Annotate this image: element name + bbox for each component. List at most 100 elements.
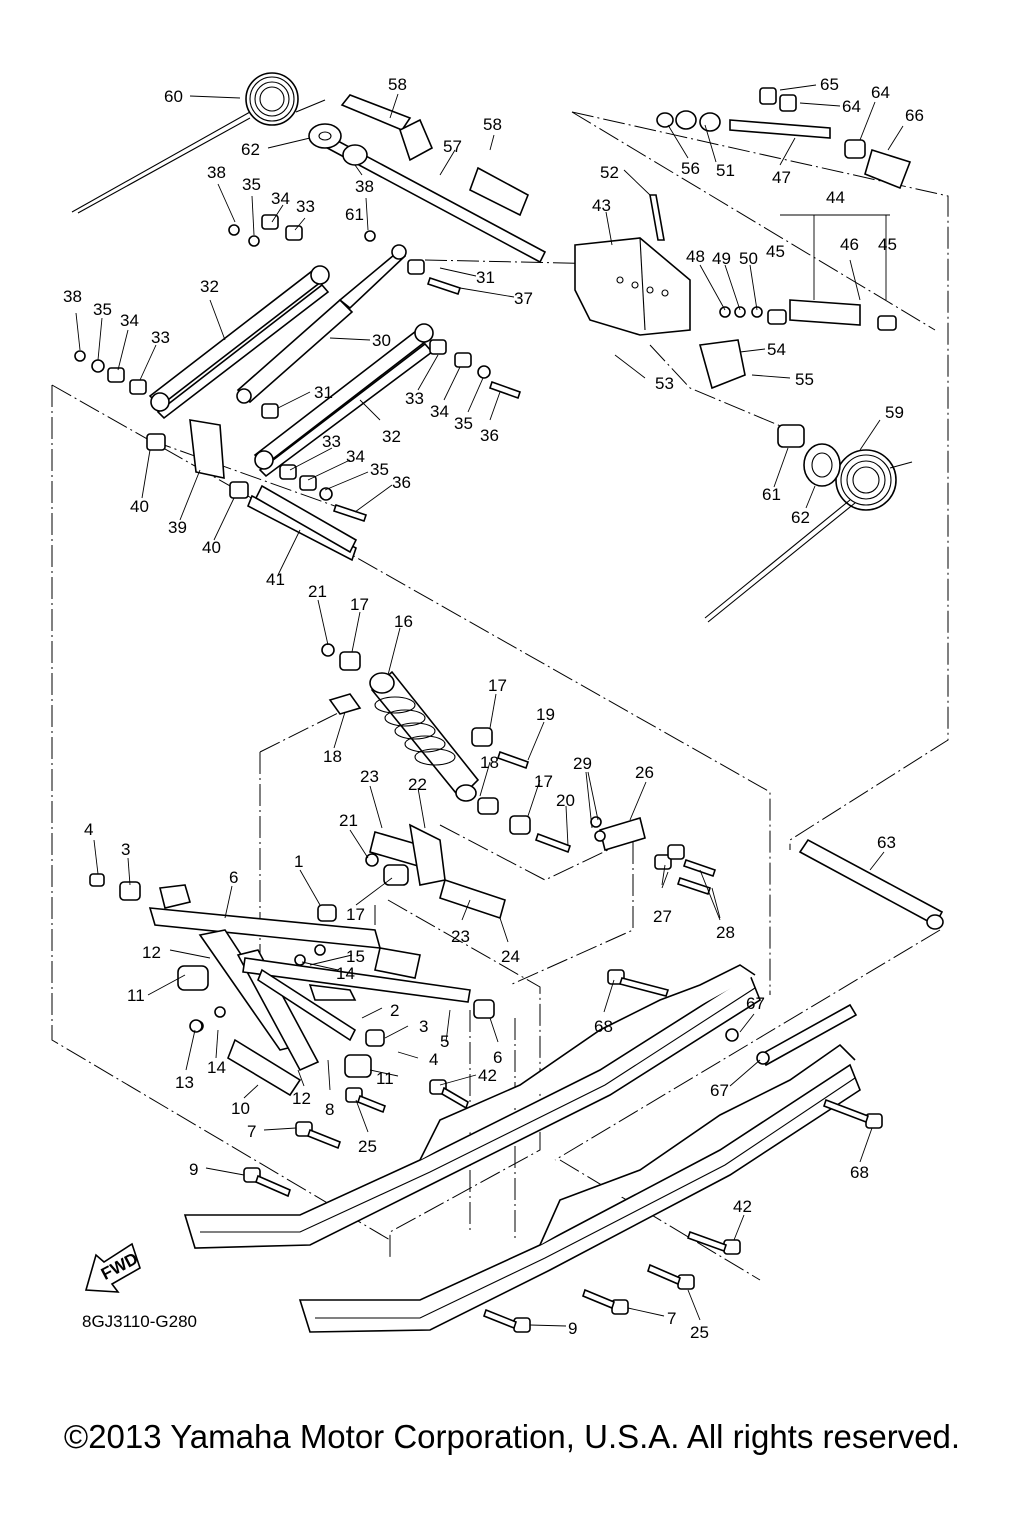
callout-4: 4 <box>429 1050 438 1069</box>
callout-59: 59 <box>885 403 904 422</box>
callout-19: 19 <box>536 705 555 724</box>
torsion-spring-left <box>71 72 326 214</box>
callout-38: 38 <box>355 177 374 196</box>
callout-27: 27 <box>653 907 672 926</box>
rear-arm-assembly <box>308 87 912 390</box>
callout-35: 35 <box>242 175 261 194</box>
callout-22: 22 <box>408 775 427 794</box>
callout-63: 63 <box>877 833 896 852</box>
callout-31: 31 <box>476 268 495 287</box>
callout-34: 34 <box>346 447 365 466</box>
callout-43: 43 <box>592 196 611 215</box>
callout-42: 42 <box>478 1066 497 1085</box>
callout-2: 2 <box>390 1001 399 1020</box>
callout-36: 36 <box>392 473 411 492</box>
callout-7: 7 <box>667 1309 676 1328</box>
callout-46: 46 <box>840 235 859 254</box>
callout-3: 3 <box>419 1017 428 1036</box>
callout-42: 42 <box>733 1197 752 1216</box>
alignment-lines <box>51 111 949 1281</box>
callout-6: 6 <box>493 1048 502 1067</box>
callout-28: 28 <box>716 923 735 942</box>
callout-58: 58 <box>483 115 502 134</box>
callout-9: 9 <box>568 1319 577 1338</box>
callout-24: 24 <box>501 947 520 966</box>
callout-45: 45 <box>878 235 897 254</box>
callout-55: 55 <box>795 370 814 389</box>
callout-65: 65 <box>820 75 839 94</box>
callout-25: 25 <box>358 1137 377 1156</box>
callout-38: 38 <box>63 287 82 306</box>
fwd-arrow-icon: FWD <box>84 1242 141 1293</box>
callout-41: 41 <box>266 570 285 589</box>
callout-61: 61 <box>345 205 364 224</box>
callout-64: 64 <box>842 97 861 116</box>
callout-15: 15 <box>346 947 365 966</box>
bolts <box>89 873 883 1333</box>
callout-34: 34 <box>271 189 290 208</box>
callout-39: 39 <box>168 518 187 537</box>
leader-lines <box>75 84 904 1327</box>
callout-68: 68 <box>594 1017 613 1036</box>
callout-57: 57 <box>443 137 462 156</box>
callout-40: 40 <box>202 538 221 557</box>
callout-48: 48 <box>686 247 705 266</box>
callout-12: 12 <box>292 1089 311 1108</box>
callout-68: 68 <box>850 1163 869 1182</box>
callout-34: 34 <box>430 402 449 421</box>
slide-rails <box>183 964 861 1333</box>
front-shock-assembly <box>321 643 717 920</box>
callout-25: 25 <box>690 1323 709 1342</box>
callout-20: 20 <box>556 791 575 810</box>
callout-45: 45 <box>766 242 785 261</box>
callout-14: 14 <box>207 1058 226 1077</box>
callout-6: 6 <box>229 868 238 887</box>
callout-67: 67 <box>710 1081 729 1100</box>
callout-60: 60 <box>164 87 183 106</box>
callout-26: 26 <box>635 763 654 782</box>
links-and-rear-shock <box>74 214 522 562</box>
callout-51: 51 <box>716 161 735 180</box>
callout-54: 54 <box>767 340 786 359</box>
callout-10: 10 <box>231 1099 250 1118</box>
callout-18: 18 <box>323 747 342 766</box>
callout-35: 35 <box>454 414 473 433</box>
callout-21: 21 <box>339 811 358 830</box>
callout-30: 30 <box>372 331 391 350</box>
callout-21: 21 <box>308 582 327 601</box>
callout-58: 58 <box>388 75 407 94</box>
callout-49: 49 <box>712 249 731 268</box>
callout-17: 17 <box>534 772 553 791</box>
callout-47: 47 <box>772 168 791 187</box>
front-arm-assembly <box>119 881 495 1097</box>
callout-13: 13 <box>175 1073 194 1092</box>
callout-7: 7 <box>247 1122 256 1141</box>
callout-4: 4 <box>84 820 93 839</box>
callout-23: 23 <box>360 767 379 786</box>
callout-50: 50 <box>739 249 758 268</box>
callout-67: 67 <box>746 994 765 1013</box>
callout-18: 18 <box>480 753 499 772</box>
callout-12: 12 <box>142 943 161 962</box>
callout-62: 62 <box>791 508 810 527</box>
callout-11: 11 <box>376 1069 394 1088</box>
torsion-spring-right <box>704 424 913 623</box>
callout-5: 5 <box>440 1032 449 1051</box>
callout-23: 23 <box>451 927 470 946</box>
callout-29: 29 <box>573 754 592 773</box>
callout-9: 9 <box>189 1160 198 1179</box>
callout-62: 62 <box>241 140 260 159</box>
callout-36: 36 <box>480 426 499 445</box>
callout-33: 33 <box>151 328 170 347</box>
callout-31: 31 <box>314 383 333 402</box>
callout-17: 17 <box>346 905 365 924</box>
callout-8: 8 <box>325 1100 334 1119</box>
copyright-notice: ©2013 Yamaha Motor Corporation, U.S.A. A… <box>63 1418 961 1455</box>
callout-14: 14 <box>336 964 355 983</box>
callout-61: 61 <box>762 485 781 504</box>
callout-56: 56 <box>681 159 700 178</box>
callout-44: 44 <box>826 188 845 207</box>
callout-66: 66 <box>905 106 924 125</box>
callout-17: 17 <box>488 676 507 695</box>
